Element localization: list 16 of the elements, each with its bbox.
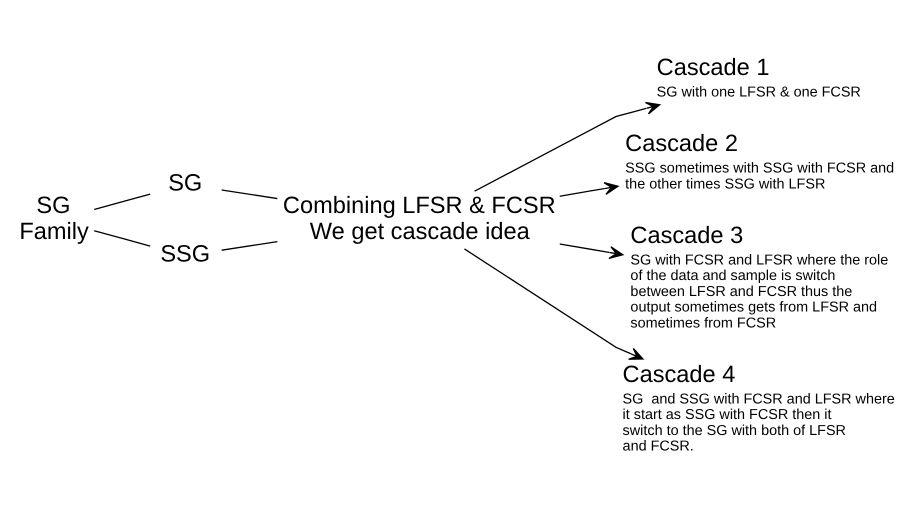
connector xyxy=(222,188,278,199)
node-text: SSG xyxy=(160,240,210,267)
node-text: SG xyxy=(168,170,202,196)
node-text: Cascade 4 SG and SSG with FCSR and LFSR where it start as SSG with FCSR then it switch to the SG with both of LFSR and FCSR. xyxy=(622,361,895,454)
node-text: Cascade 1 SG with one LFSR & one FCSR xyxy=(656,54,861,100)
arrow xyxy=(474,101,660,192)
arrow xyxy=(560,242,624,259)
node-text: Cascade 3 SG with FCSR and LFSR where the role of the data and sample is switch between LFSR and FCSR thus the output sometimes gets from LFSR and sometimes from FCSR xyxy=(630,222,888,331)
arrow xyxy=(560,182,619,196)
node-text: SG Family xyxy=(19,192,89,244)
connector xyxy=(94,192,150,210)
connector xyxy=(94,230,150,246)
node-text: Cascade 2 SSG sometimes with SSG with FCSR and the other times SSG with LFSR xyxy=(625,130,894,192)
arrow xyxy=(464,248,644,360)
node-text: Combining LFSR & FCSR We get cascade idea xyxy=(282,192,556,244)
connector xyxy=(222,240,278,250)
